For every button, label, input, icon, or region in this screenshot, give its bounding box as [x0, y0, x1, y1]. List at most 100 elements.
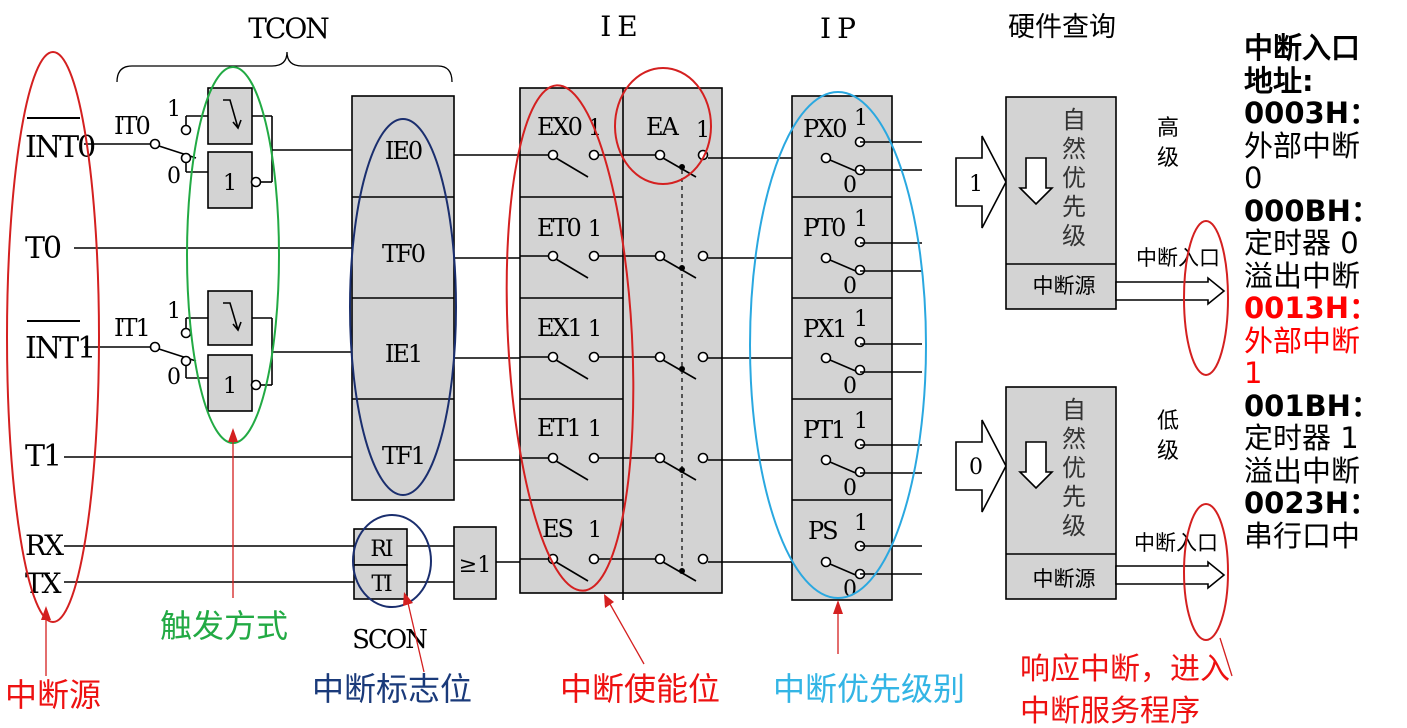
flag-ie1: IE1 — [385, 340, 421, 368]
high-level-name: 高级 — [1157, 116, 1179, 171]
prio-zero-3: 0 — [843, 476, 857, 501]
trigger-it0 — [84, 87, 352, 209]
or-gate-label: ≥1 — [459, 553, 491, 578]
it1-label: IT1 — [114, 314, 149, 342]
desc-external-1b: 1 — [1244, 356, 1263, 390]
prio-zero-0: 0 — [843, 173, 857, 198]
desc-external-0b: 0 — [1244, 161, 1263, 195]
low-natural-priority: 自然优先级 — [1062, 396, 1086, 540]
annotation-priority: 中断优先级别 — [773, 670, 965, 708]
it1-zero-label: 0 — [167, 365, 181, 390]
enable-es: ES — [542, 515, 573, 543]
priority-px1: PX1 — [803, 315, 846, 343]
prio-one-3: 1 — [854, 409, 868, 434]
scon-label: SCON — [352, 625, 427, 655]
desc-external-1a: 外部中断 — [1244, 323, 1361, 358]
prio-zero-2: 0 — [843, 374, 857, 399]
high-source-label: 中断源 — [1033, 274, 1096, 298]
desc-external-0a: 外部中断 — [1244, 128, 1361, 163]
annotation-trigger: 触发方式 — [160, 607, 288, 645]
low-level-name: 低级 — [1157, 409, 1179, 464]
ip-switch-row — [820, 438, 866, 478]
ip-output-lines — [860, 141, 922, 575]
prio-zero-4: 0 — [843, 577, 857, 602]
prio-one-0: 1 — [854, 106, 868, 131]
it0-one-label: 1 — [167, 97, 181, 122]
entry-address-panel: 中断入口 地址: 0003H： 外部中断 0 000BH： 定时器 0 溢出中断… — [1244, 32, 1404, 552]
ea-one-label: 1 — [696, 118, 710, 143]
desc-serial: 串行口中 — [1244, 518, 1361, 553]
priority-pt1: PT1 — [803, 416, 844, 444]
high-priority-group — [955, 96, 1226, 310]
source-int1-label: INT1 — [25, 331, 94, 366]
priority-pt0: PT0 — [803, 214, 845, 242]
source-t0-label: T0 — [25, 231, 61, 266]
high-entry-ellipse — [1183, 220, 1229, 376]
enable-et0: ET0 — [537, 214, 581, 242]
addr-0003h: 0003H： — [1244, 96, 1378, 130]
ip-block — [791, 95, 893, 601]
flag-ie0: IE0 — [385, 137, 422, 165]
low-priority-group — [955, 386, 1226, 600]
ip-labels: PX0 PT0 PX1 PT1 PS 1 1 1 1 1 0 0 0 0 0 — [803, 106, 868, 602]
enable-one-4: 1 — [588, 518, 602, 543]
low-entry-ellipse — [1183, 503, 1229, 641]
flag-tf1: TF1 — [382, 442, 424, 470]
prio-one-1: 1 — [854, 207, 868, 232]
desc-timer-1a: 定时器 1 — [1244, 421, 1359, 455]
desc-timer-1b: 溢出中断 — [1244, 453, 1361, 488]
it0-label: IT0 — [114, 112, 149, 140]
high-entry-label: 中断入口 — [1136, 246, 1220, 270]
tcon-brace — [116, 51, 453, 83]
annotation-source: 中断源 — [5, 676, 101, 714]
enable-one-3: 1 — [588, 417, 602, 442]
prio-zero-1: 0 — [843, 274, 857, 299]
annotation-response-1: 响应中断，进入 — [1020, 652, 1230, 687]
source-int1: INT1 — [25, 320, 96, 366]
enable-ex1: EX1 — [537, 314, 581, 342]
ip-switch-row — [820, 136, 866, 176]
flag-tf0: TF0 — [382, 240, 425, 268]
ie-labels: EX0 ET0 EX1 ET1 ES 1 1 1 1 1 EA 1 — [537, 113, 710, 543]
addr-001bh: 001BH： — [1244, 388, 1380, 423]
panel-title-1: 中断入口 — [1244, 31, 1361, 65]
highlight-ellipses — [6, 51, 1229, 641]
hardware-query-label: 硬件查询 — [1008, 12, 1116, 43]
flag-ri: RI — [370, 537, 393, 562]
scon-flags — [353, 526, 520, 600]
it1-gate-label: 1 — [223, 374, 237, 399]
priority-px0: PX0 — [803, 115, 846, 143]
annotation-response-2: 中断服务程序 — [1020, 694, 1200, 728]
ip-switches — [820, 136, 866, 580]
prio-one-2: 1 — [854, 307, 868, 332]
ie-label: IE — [600, 10, 644, 43]
ip-label: IP — [820, 12, 862, 45]
source-rx-label: RX — [25, 529, 64, 562]
annotation-flag: 中断标志位 — [312, 670, 472, 708]
priority-ps: PS — [808, 517, 837, 545]
trigger-it1 — [84, 290, 352, 412]
annotation-pointers — [41, 428, 1233, 677]
source-t1-label: T1 — [25, 439, 60, 474]
panel-title-2: 地址: — [1244, 63, 1314, 98]
tcon-label: TCON — [248, 12, 329, 45]
priority-ellipse — [749, 91, 927, 599]
source-ellipse — [6, 51, 100, 623]
addr-000bh: 000BH： — [1244, 193, 1380, 228]
high-natural-priority: 自然优先级 — [1062, 106, 1086, 250]
desc-timer-0b: 溢出中断 — [1244, 258, 1361, 293]
enable-one-2: 1 — [588, 317, 602, 342]
annotation-enable: 中断使能位 — [560, 670, 720, 708]
source-tx-label: TX — [25, 567, 62, 600]
ea-label: EA — [646, 113, 680, 141]
ea-ellipse — [614, 67, 712, 185]
it1-one-label: 1 — [167, 299, 181, 324]
desc-timer-0a: 定时器 0 — [1244, 226, 1359, 260]
ie-switch-row — [520, 250, 709, 279]
it0-gate-label: 1 — [223, 171, 237, 196]
addr-0013h: 0013H： — [1244, 291, 1378, 325]
source-lines — [64, 247, 354, 583]
enable-ex0: EX0 — [537, 113, 582, 141]
prio-one-4: 1 — [854, 511, 868, 536]
ie-switch-row — [520, 452, 709, 481]
